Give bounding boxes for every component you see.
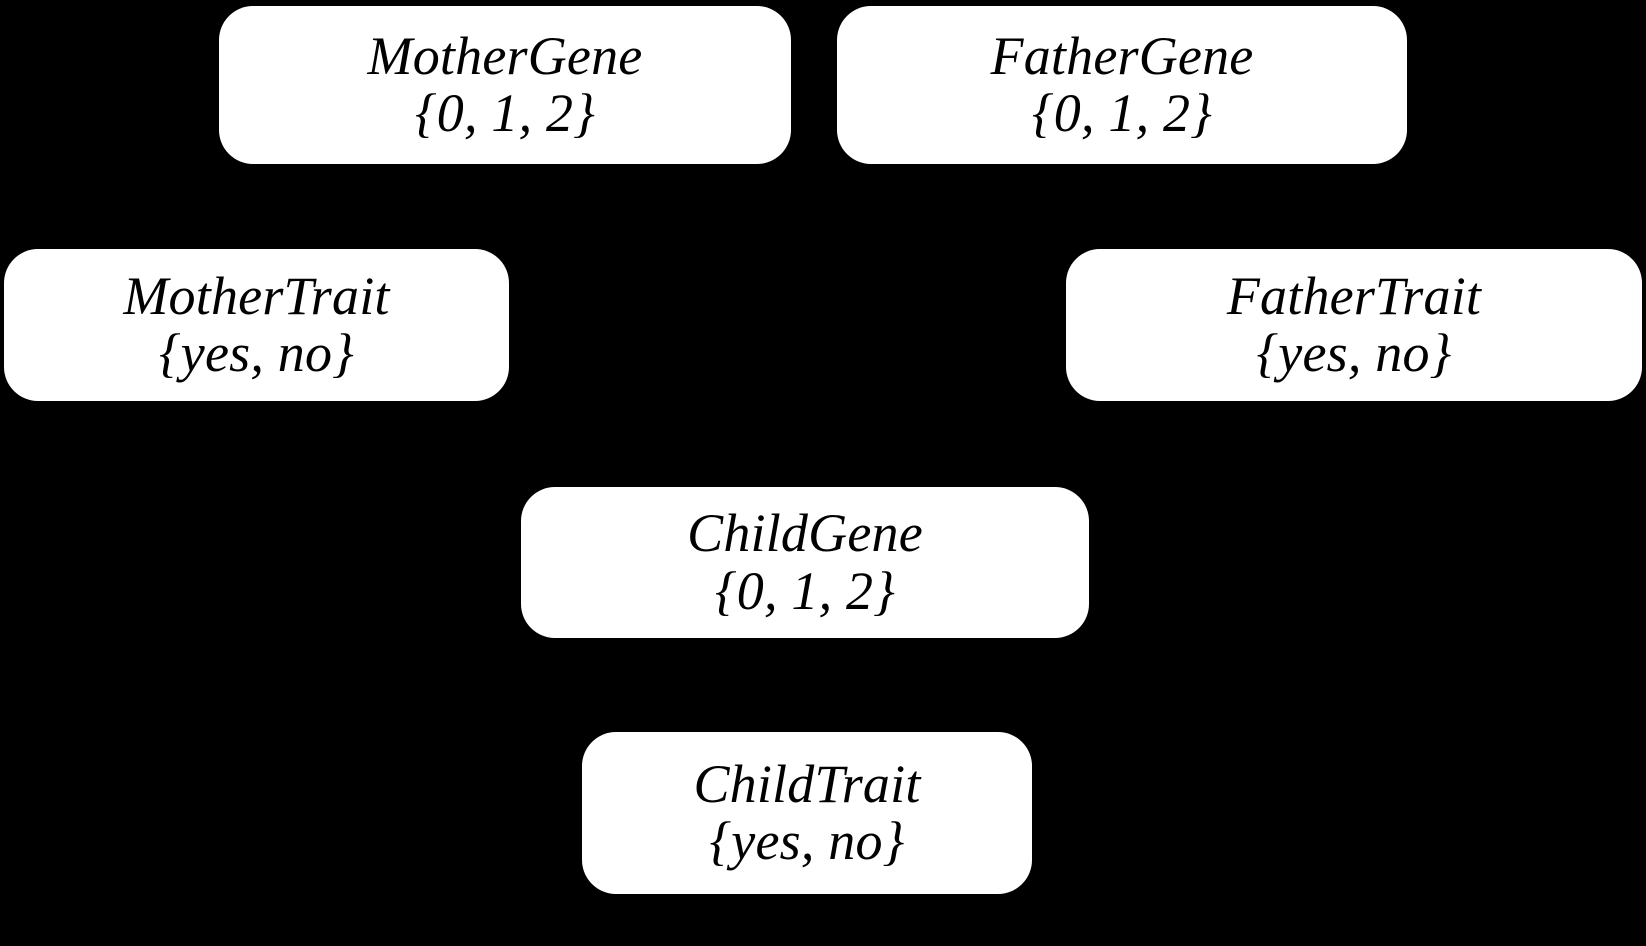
node-mother-gene-domain: {0, 1, 2} [415,83,595,143]
node-mother-gene-label: MotherGene [367,25,643,86]
node-child-gene-domain: {0, 1, 2} [715,560,895,621]
node-father-gene-domain: {0, 1, 2} [1032,83,1212,143]
node-mother-trait[interactable]: MotherTrait {yes, no} [4,249,509,401]
node-child-trait[interactable]: ChildTrait {yes, no} [582,732,1032,894]
node-child-trait-domain: {yes, no} [709,811,905,871]
node-mother-trait-label: MotherTrait [123,265,390,326]
node-child-trait-label: ChildTrait [693,753,921,814]
node-father-gene-label: FatherGene [990,25,1254,86]
node-father-trait[interactable]: FatherTrait {yes, no} [1066,249,1642,401]
node-child-gene[interactable]: ChildGene {0, 1, 2} [521,487,1089,638]
node-father-trait-domain: {yes, no} [1256,323,1452,383]
node-father-gene[interactable]: FatherGene {0, 1, 2} [837,6,1407,164]
node-child-gene-label: ChildGene [687,503,923,564]
node-mother-trait-domain: {yes, no} [159,323,354,383]
node-father-trait-label: FatherTrait [1226,265,1482,326]
node-mother-gene[interactable]: MotherGene {0, 1, 2} [219,6,791,164]
